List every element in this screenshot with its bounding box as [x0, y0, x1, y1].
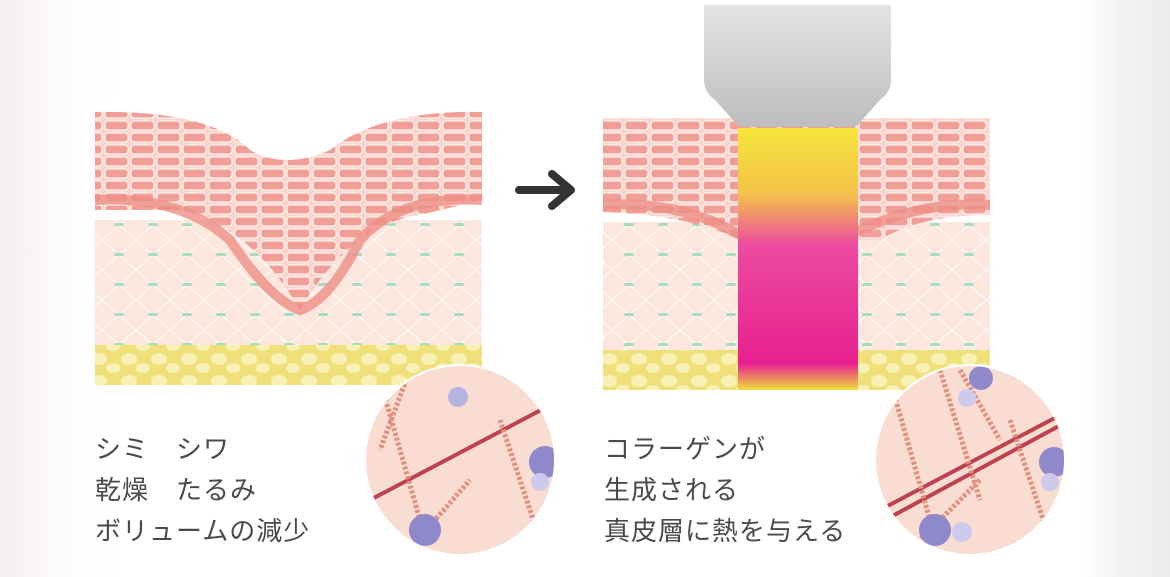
skin-before — [94, 100, 483, 385]
caption-line: 真皮層に熱を与える — [604, 517, 847, 547]
caption-line: シミ シワ — [95, 435, 231, 465]
arrow-right-icon — [515, 170, 575, 210]
caption-line: 乾燥 たるみ — [95, 476, 258, 506]
device-head — [704, 5, 891, 127]
epidermis-layer — [95, 112, 482, 310]
collagen-zoom-before — [364, 364, 556, 556]
caption-line: コラーゲンが — [604, 435, 767, 465]
collagen-zoom-after — [874, 364, 1066, 556]
skin-after — [602, 5, 991, 390]
before-caption: シミ シワ 乾燥 たるみ ボリュームの減少 — [95, 430, 310, 553]
caption-line: ボリュームの減少 — [95, 517, 311, 547]
after-caption: コラーゲンが 生成される 真皮層に熱を与える — [604, 430, 846, 553]
caption-line: 生成される — [604, 476, 740, 506]
heat-beam — [738, 128, 858, 390]
